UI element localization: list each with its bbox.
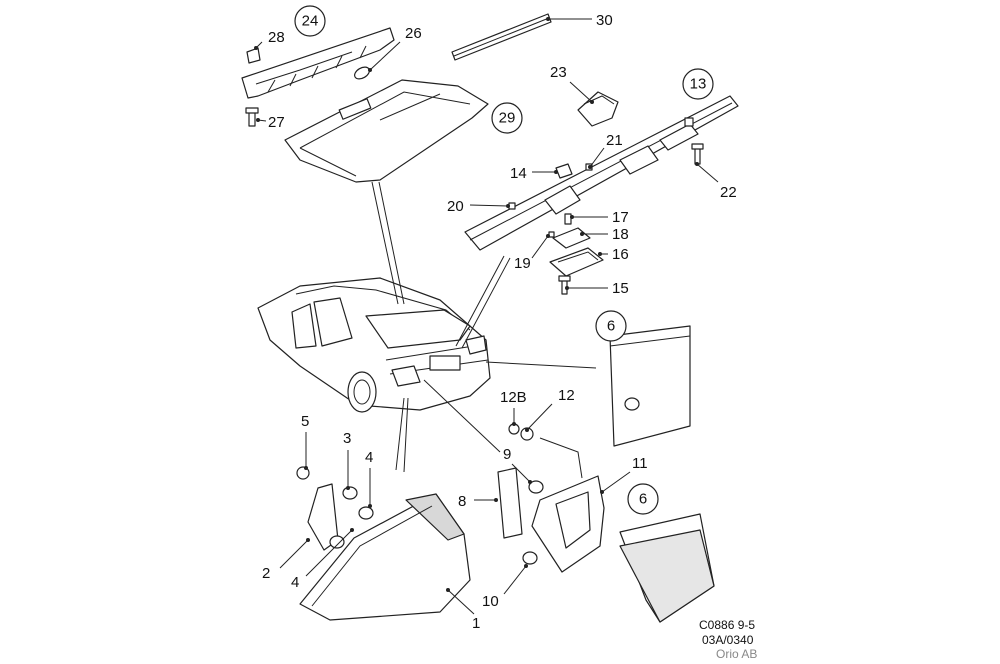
pointer-lines xyxy=(371,181,597,473)
callout-6-lower: 6 xyxy=(639,491,647,508)
callout-30: 30 xyxy=(596,12,613,29)
callout-labels: 30 24 28 26 27 29 23 13 21 14 22 20 17 1… xyxy=(262,12,737,632)
part-6-upper-lid-panel xyxy=(609,325,691,447)
callout-21: 21 xyxy=(606,132,623,149)
part-11-gasket xyxy=(531,437,605,573)
callout-28: 28 xyxy=(268,29,285,46)
reference-line-2: 03A/0340 xyxy=(702,633,754,647)
callout-circles xyxy=(294,5,714,515)
reference-line-1: C0886 9-5 xyxy=(699,618,755,632)
part-16-18-plate-lamp xyxy=(548,213,604,277)
callout-8: 8 xyxy=(458,493,466,510)
callout-19: 19 xyxy=(514,255,531,272)
callout-22: 22 xyxy=(720,184,737,201)
reference-line-3: Orio AB xyxy=(716,647,757,661)
part-9-10-bulbs xyxy=(522,480,544,565)
callout-26: 26 xyxy=(405,25,422,42)
part-12-grommets xyxy=(508,423,534,441)
callout-3: 3 xyxy=(343,430,351,447)
part-27-screw xyxy=(245,107,259,127)
callout-11: 11 xyxy=(632,455,648,472)
callout-20: 20 xyxy=(447,198,464,215)
reference-code: C0886 9-5 03A/0340 Orio AB xyxy=(699,618,757,661)
callout-24: 24 xyxy=(302,13,319,30)
callout-27: 27 xyxy=(268,114,285,131)
callout-17: 17 xyxy=(612,209,629,226)
callout-5: 5 xyxy=(301,413,309,430)
leader-lines xyxy=(254,17,719,615)
part-8-bulb-holder xyxy=(497,467,523,539)
callout-13: 13 xyxy=(690,76,707,93)
part-24-lamp-holder xyxy=(241,27,395,99)
callout-1: 1 xyxy=(472,615,480,632)
callout-6-upper: 6 xyxy=(607,318,615,335)
callout-12: 12 xyxy=(558,387,575,404)
callout-15: 15 xyxy=(612,280,629,297)
part-26-bulb xyxy=(354,66,370,80)
part-15-screw xyxy=(558,275,571,295)
callout-23: 23 xyxy=(550,64,567,81)
callout-2: 2 xyxy=(262,565,270,582)
callout-18: 18 xyxy=(612,226,629,243)
callout-14: 14 xyxy=(510,165,527,182)
callout-4-lower: 4 xyxy=(291,574,299,591)
callout-10: 10 xyxy=(482,593,499,610)
callout-9: 9 xyxy=(503,446,511,463)
callout-12b: 12B xyxy=(500,389,527,406)
part-13-license-plate-rail xyxy=(464,95,739,251)
callout-29: 29 xyxy=(499,110,516,127)
part-29-brake-light-housing xyxy=(284,79,489,183)
callout-16: 16 xyxy=(612,246,629,263)
callout-4-upper: 4 xyxy=(365,449,373,466)
part-22-screw xyxy=(691,143,704,165)
part-6-lower-lid-panel xyxy=(619,513,715,623)
part-1-tail-light-lens xyxy=(299,493,471,621)
part-23-clip xyxy=(577,91,619,127)
car-body xyxy=(257,277,491,413)
part-30-trim-strip xyxy=(451,13,552,61)
